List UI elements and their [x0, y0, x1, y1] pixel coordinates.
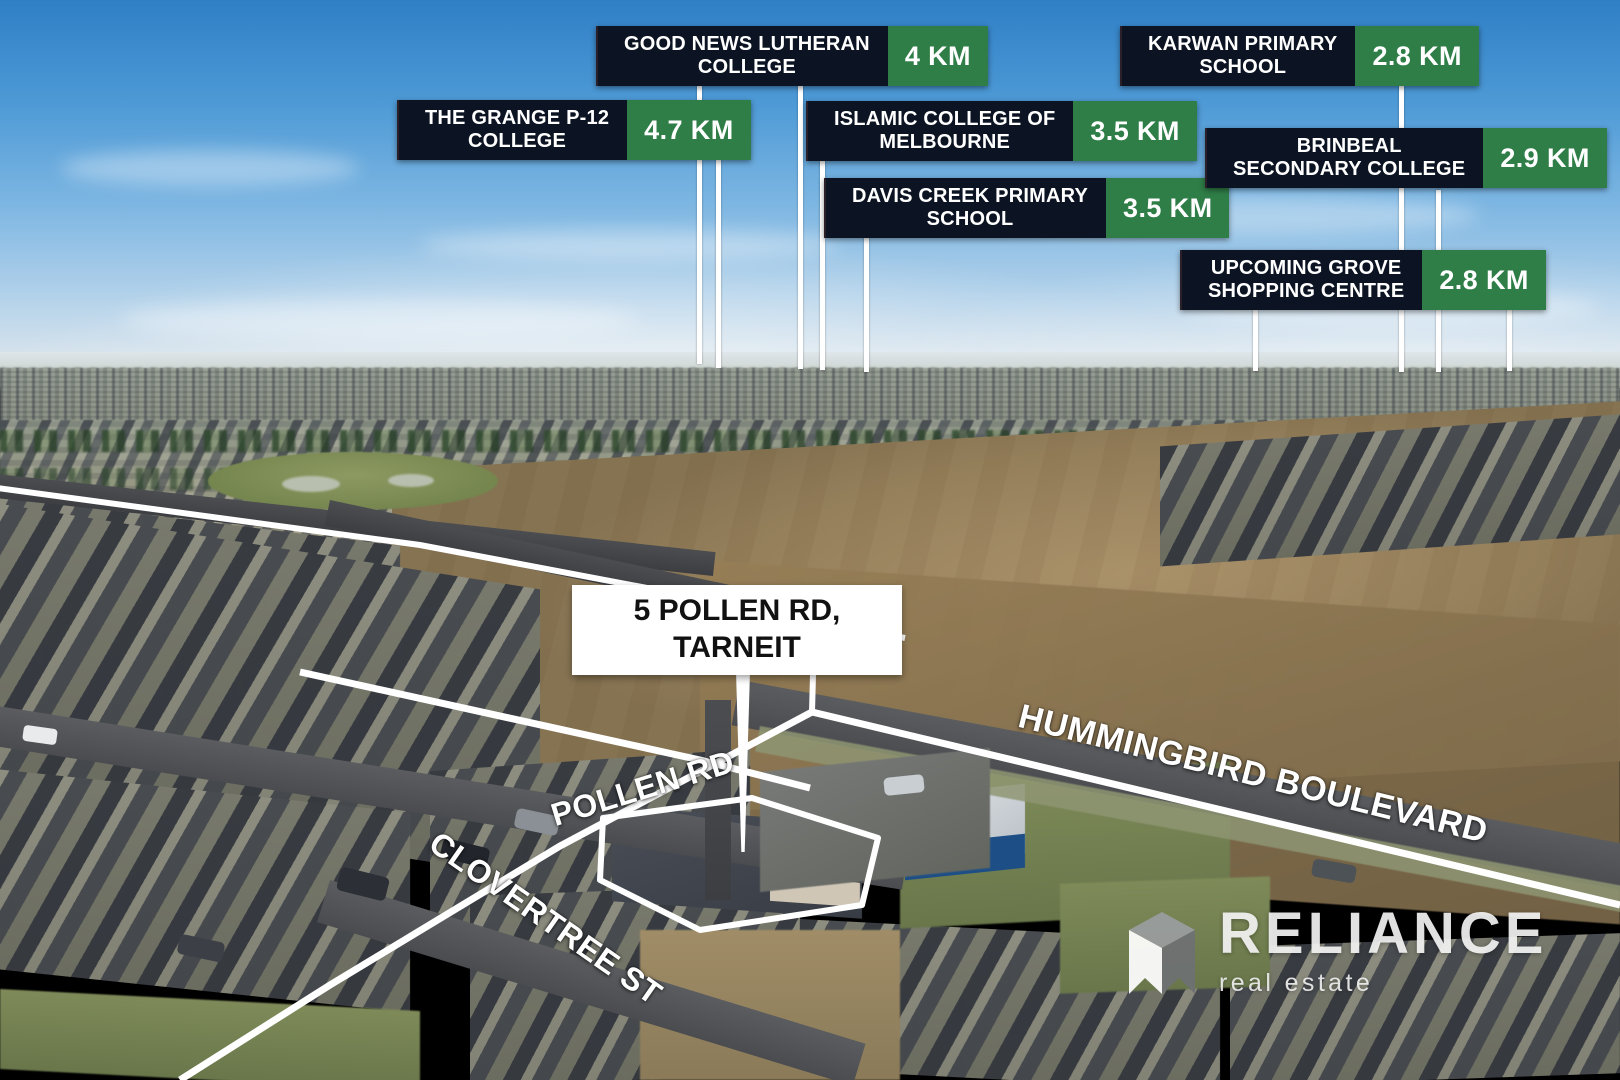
- park-oval: [208, 452, 498, 510]
- amenity-name: ISLAMIC COLLEGE OF MELBOURNE: [806, 101, 1074, 161]
- amenity-distance-badge: 3.5 KM: [1106, 178, 1230, 238]
- cloud: [120, 300, 640, 340]
- amenity-callout-islamic-college-of-melbourne[interactable]: ISLAMIC COLLEGE OF MELBOURNE 3.5 KM: [806, 101, 1197, 161]
- property-address-line-2: TARNEIT: [673, 631, 801, 664]
- leader-line-karwan-primary: [1399, 84, 1404, 372]
- amenity-name: UPCOMING GROVE SHOPPING CENTRE: [1180, 250, 1423, 310]
- leader-line-islamic-college: [820, 158, 825, 370]
- brand-tagline: real estate: [1219, 969, 1374, 997]
- amenity-callout-good-news-lutheran-college[interactable]: GOOD NEWS LUTHERAN COLLEGE 4 KM: [596, 26, 988, 86]
- amenity-distance-badge: 2.8 KM: [1422, 250, 1546, 310]
- leader-line-good-news-lutheran: [697, 84, 702, 364]
- leader-line-upcoming-grove-right: [1507, 309, 1512, 371]
- property-address-line-1: 5 POLLEN RD,: [633, 594, 841, 628]
- amenity-distance-badge: 4 KM: [887, 26, 988, 86]
- amenity-name: KARWAN PRIMARY SCHOOL: [1120, 26, 1356, 86]
- pond: [388, 474, 434, 487]
- amenity-distance-badge: 2.9 KM: [1483, 128, 1607, 188]
- amenity-distance-badge: 2.8 KM: [1355, 26, 1479, 86]
- amenity-callout-karwan-primary-school[interactable]: KARWAN PRIMARY SCHOOL 2.8 KM: [1120, 26, 1479, 86]
- leader-line-upcoming-grove: [1253, 309, 1258, 371]
- amenity-callout-upcoming-grove-shopping-centre[interactable]: UPCOMING GROVE SHOPPING CENTRE 2.8 KM: [1180, 250, 1546, 310]
- amenity-name: DAVIS CREEK PRIMARY SCHOOL: [824, 178, 1107, 238]
- brand-name: RELIANCE: [1219, 901, 1548, 966]
- leader-line-the-grange: [716, 156, 721, 368]
- brand-watermark: RELIANCE real estate: [1125, 905, 1547, 998]
- amenity-callout-brinbeal-secondary-college[interactable]: BRINBEAL SECONDARY COLLEGE 2.9 KM: [1205, 128, 1607, 188]
- amenity-distance-badge: 3.5 KM: [1073, 101, 1197, 161]
- amenity-distance-badge: 4.7 KM: [627, 100, 751, 160]
- amenity-name: GOOD NEWS LUTHERAN COLLEGE: [596, 26, 888, 86]
- watermark-text-group: RELIANCE real estate: [1219, 905, 1547, 998]
- leader-line-secondary-a: [798, 84, 803, 369]
- amenity-name: THE GRANGE P-12 COLLEGE: [397, 100, 628, 160]
- cloud: [420, 230, 840, 260]
- pond: [282, 476, 340, 492]
- amenity-callout-the-grange-p12-college[interactable]: THE GRANGE P-12 COLLEGE 4.7 KM: [397, 100, 751, 160]
- amenity-callout-davis-creek-primary-school[interactable]: DAVIS CREEK PRIMARY SCHOOL 3.5 KM: [824, 178, 1230, 238]
- reliance-chevron-logo-icon: [1129, 911, 1195, 994]
- cloud: [60, 150, 360, 186]
- leader-line-davis-creek: [864, 234, 869, 372]
- property-address-marker[interactable]: 5 POLLEN RD, TARNEIT: [572, 585, 902, 675]
- amenity-name: BRINBEAL SECONDARY COLLEGE: [1205, 128, 1484, 188]
